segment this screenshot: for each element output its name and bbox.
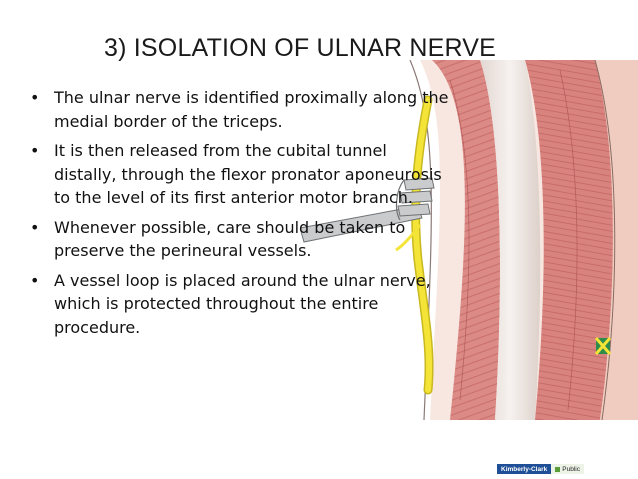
bullet-item: • A vessel loop is placed around the ulna…	[30, 269, 450, 340]
bullet-text: The ulnar nerve is identified proximally…	[54, 88, 449, 131]
retractor-shape	[300, 177, 435, 243]
brand-name: Kimberly-Clark	[497, 464, 552, 474]
bullet-dot-icon: •	[30, 217, 40, 237]
kimberly-clark-footer-logo: Kimberly-Clark Public	[497, 464, 584, 474]
bullet-text: Whenever possible, care should be taken …	[54, 217, 406, 261]
green-square-icon	[555, 466, 561, 472]
vessel-loop-clip-shape	[594, 337, 612, 355]
slide-title: 3) ISOLATION OF ULNAR NERVE	[104, 34, 497, 62]
bullet-text: It is then released from the cubital tun…	[54, 141, 442, 207]
classification-label: Public	[551, 464, 584, 474]
bullet-item: • It is then released from the cubital tu…	[30, 139, 450, 210]
bullet-list: • The ulnar nerve is identified proximall…	[30, 86, 450, 345]
bullet-dot-icon: •	[30, 141, 40, 160]
bullet-item: • Whenever possible, care should be taken…	[30, 216, 450, 263]
classification-text: Public	[562, 465, 580, 473]
bullet-text: A vessel loop is placed around the ulnar…	[54, 270, 431, 337]
ulnar-nerve-surgical-illustration	[300, 60, 638, 420]
bullet-dot-icon: •	[30, 270, 40, 290]
bullet-dot-icon: •	[30, 88, 40, 107]
bullet-item: • The ulnar nerve is identified proximall…	[30, 86, 450, 133]
